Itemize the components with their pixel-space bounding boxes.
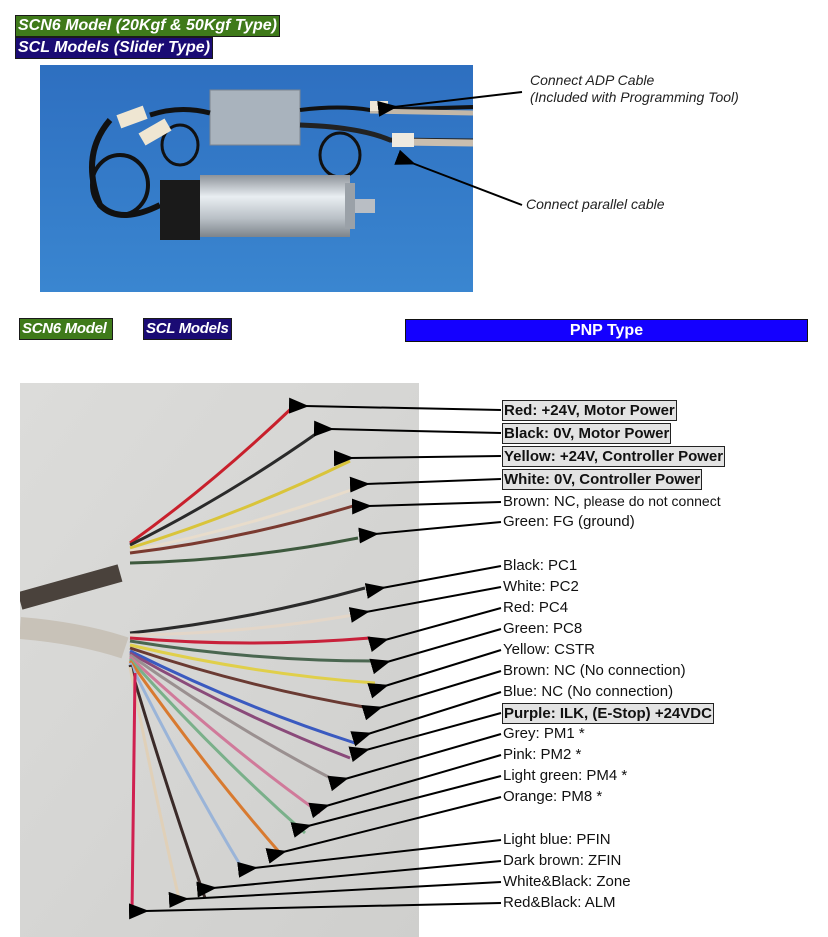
pnp-type-banner: PNP Type: [405, 319, 808, 342]
wire-function: : +24V, Motor Power: [532, 402, 675, 419]
wire-color-name: Light blue: [503, 831, 569, 848]
wire-label: Brown: NC (No connection): [503, 661, 686, 680]
wire-color-name: Black: [504, 425, 545, 442]
wire-strand: [129, 646, 371, 710]
wire-strand: [129, 643, 376, 685]
wire-function: : PM4 *: [578, 767, 628, 784]
wire-strand: [129, 429, 321, 547]
wire-function: : PC4: [530, 599, 569, 616]
wire-function: : CSTR: [545, 641, 595, 658]
wire-color-name: Red&Black: [503, 894, 578, 911]
wire-label: Yellow: +24V, Controller Power: [502, 446, 726, 467]
scn6-model-tag: SCN6 Model: [19, 318, 113, 340]
wire-label: Yellow: CSTR: [503, 640, 595, 659]
wire-strand: [129, 639, 376, 663]
adp-caption-line1: Connect ADP Cable: [530, 72, 655, 88]
scl-models-header: SCL Models (Slider Type): [15, 37, 214, 59]
wire-color-name: Brown: [503, 493, 546, 510]
wire-function: : NC (No connection): [533, 683, 674, 700]
wire-color-name: White&Black: [503, 873, 589, 890]
wire-strand: [129, 636, 371, 645]
wire-color-name: Green: [503, 620, 545, 637]
wire-color-name: Purple: [504, 705, 551, 722]
wire-color-name: White: [504, 471, 545, 488]
wire-note: please do not connect: [579, 493, 721, 509]
parallel-cable-caption: Connect parallel cable: [526, 196, 665, 212]
wire-function: : PFIN: [568, 831, 611, 848]
adp-cable-caption: Connect ADP Cable (Included with Program…: [530, 72, 739, 106]
wire-strand: [128, 655, 321, 815]
wire-function: : PM2 *: [532, 746, 582, 763]
wire-label: Green: FG (ground): [503, 512, 635, 531]
wire-strand: [129, 536, 359, 565]
wire-strand: [129, 649, 356, 745]
wire-strand: [129, 651, 351, 760]
wire-function: : 0V, Controller Power: [544, 471, 701, 488]
wire-color-name: Yellow: [504, 448, 551, 465]
wire-label: Purple: ILK, (E-Stop) +24VDC: [502, 703, 714, 724]
wire-label: Grey: PM1 *: [503, 724, 585, 743]
wire-color-name: Yellow: [503, 641, 546, 658]
adp-caption-line2: (Included with Programming Tool): [530, 89, 739, 105]
wire-function: : FG (ground): [544, 513, 635, 530]
wire-label: Green: PC8: [503, 619, 582, 638]
wire-strand: [128, 666, 182, 904]
wire-label: Orange: PM8 *: [503, 787, 602, 806]
wire-label: Red: +24V, Motor Power: [502, 400, 677, 421]
wire-color-name: Grey: [503, 725, 536, 742]
wire-strand: [128, 664, 207, 899]
wire-strand: [129, 586, 366, 635]
wire-label: White: 0V, Controller Power: [502, 469, 703, 490]
wire-function: : PC8: [544, 620, 583, 637]
wire-label: Black: 0V, Motor Power: [502, 423, 672, 444]
wire-strand: [129, 504, 354, 555]
wire-strand: [129, 611, 366, 637]
wire-label: Blue: NC (No connection): [503, 682, 673, 701]
wire-color-name: Orange: [503, 788, 554, 805]
wire-label: Dark brown: ZFIN: [503, 851, 621, 870]
wire-label: Light blue: PFIN: [503, 830, 611, 849]
wire-strand: [128, 660, 282, 854]
wire-color-name: Blue: [503, 683, 534, 700]
wire-color-name: Red: [504, 402, 533, 419]
wire-color-name: Red: [503, 599, 531, 616]
wire-strand: [129, 483, 366, 553]
wire-function: : ILK, (E-Stop) +24VDC: [550, 705, 712, 722]
wire-color-name: Green: [503, 513, 545, 530]
wire-function: : PC1: [539, 557, 578, 574]
wire-function: : PM1 *: [535, 725, 585, 742]
wire-function: : NC,: [545, 493, 580, 510]
wire-color-name: Light green: [503, 767, 579, 784]
scl-models-tag: SCL Models: [143, 318, 232, 340]
wire-color-name: Pink: [503, 746, 533, 763]
wire-function: : 0V, Motor Power: [544, 425, 670, 442]
wire-function: : Zone: [588, 873, 631, 890]
wire-color-name: White: [503, 578, 542, 595]
wire-function: : NC (No connection): [545, 662, 686, 679]
wire-color-name: Dark brown: [503, 852, 580, 869]
wire-strand: [130, 672, 137, 914]
wire-strand: [128, 662, 247, 874]
wire-label: White&Black: Zone: [503, 872, 631, 891]
actuator-with-controller-photo: [40, 65, 473, 292]
wire-strand: [129, 459, 351, 550]
wire-function: : PM8 *: [553, 788, 603, 805]
wire-label: Red: PC4: [503, 598, 568, 617]
wire-function: : ALM: [577, 894, 616, 911]
wire-label: Red&Black: ALM: [503, 893, 616, 912]
wire-strand: [129, 403, 297, 545]
parallel-cable-wires-photo: [20, 383, 419, 937]
wire-color-name: Brown: [503, 662, 546, 679]
wire-label: Pink: PM2 *: [503, 745, 581, 764]
scn6-model-header: SCN6 Model (20Kgf & 50Kgf Type): [15, 15, 280, 37]
wire-function: : PC2: [541, 578, 579, 595]
wire-label: Light green: PM4 *: [503, 766, 627, 785]
wire-strand: [129, 653, 341, 785]
wire-function: : ZFIN: [579, 852, 622, 869]
wire-label: Brown: NC, please do not connect: [503, 492, 721, 511]
wire-color-name: Black: [503, 557, 540, 574]
wire-label: Black: PC1: [503, 556, 577, 575]
wire-function: : +24V, Controller Power: [550, 448, 724, 465]
wire-label: White: PC2: [503, 577, 579, 596]
